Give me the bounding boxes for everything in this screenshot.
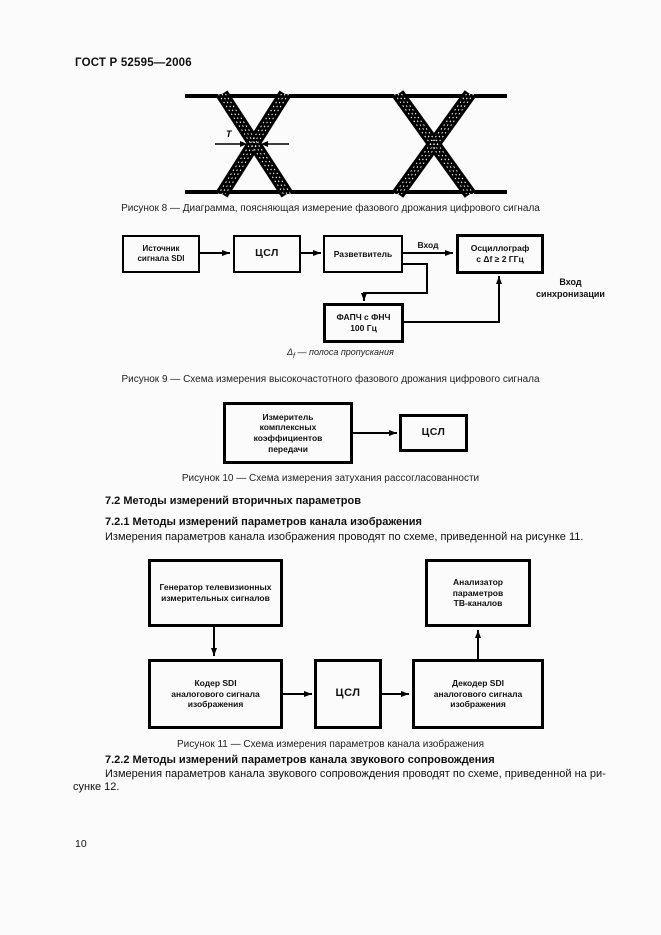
fig9-box-oscilloscope: Осциллограф с Δf ≥ 2 ГГц [456, 234, 544, 274]
fig9-box-sdi-source: Источник сигнала SDI [122, 235, 200, 273]
section-7-2-1-heading: 7.2.1 Методы измерений параметров канала… [105, 516, 422, 528]
fig11-box-sdi-decoder: Декодер SDI аналогового сигнала изображе… [412, 659, 544, 729]
fig9-box-splitter: Разветвитель [323, 235, 403, 273]
eye-diagram-drawing: T [185, 90, 507, 198]
fig10-box-complex-coefficient-meter: Измеритель комплексных коэффициентов пер… [223, 402, 353, 464]
fig9-sync-input-label: Вход синхронизации [536, 277, 605, 299]
arrowhead-right-icon [240, 141, 247, 147]
figure8-caption: Рисунок 8 — Диаграмма, поясняющая измере… [121, 203, 540, 214]
fig11-box-sdi-encoder: Кодер SDI аналогового сигнала изображени… [148, 659, 283, 729]
fig10-box-digital-line: ЦСЛ [399, 414, 468, 452]
fig9-box-pll-filter: ФАПЧ с ФНЧ 100 Гц [323, 303, 404, 343]
fig11-box-tv-signal-generator: Генератор телевизионных измерительных си… [148, 559, 283, 627]
fig9-input-label: Вход [417, 240, 439, 250]
figure9-caption: Рисунок 9 — Схема измерения высокочастот… [121, 374, 540, 385]
section-7-2-heading: 7.2 Методы измерений вторичных параметро… [105, 495, 361, 507]
note-text: — полоса пропускания [295, 347, 394, 357]
figure10-caption: Рисунок 10 — Схема измерения затухания р… [181, 473, 480, 484]
jitter-width-label: T [226, 129, 233, 139]
section-7-2-1-body: Измерения параметров канала изображения … [105, 531, 584, 543]
section-7-2-2-heading: 7.2.2 Методы измерений параметров канала… [105, 754, 495, 766]
section-7-2-2-body-line1: Измерения параметров канала звукового со… [105, 768, 606, 780]
fig9-box-digital-line: ЦСЛ [233, 235, 301, 273]
fig11-box-digital-line: ЦСЛ [314, 659, 382, 729]
page-header: ГОСТ Р 52595—2006 [75, 57, 192, 69]
section-7-2-2-body-line2: сунке 12. [73, 781, 120, 793]
figure8-eye-diagram: T [185, 88, 507, 200]
fig11-box-tv-channel-analyzer: Анализатор параметров ТВ-каналов [425, 559, 531, 627]
delta-subscript: f [293, 352, 295, 360]
page-number: 10 [75, 838, 87, 850]
fig9-bandwidth-note: Δf — полоса пропускания [287, 347, 394, 360]
figure11-caption: Рисунок 11 — Схема измерения параметров … [176, 739, 484, 750]
delta-symbol: Δ [287, 347, 294, 357]
arrowhead-left-icon [261, 141, 268, 147]
